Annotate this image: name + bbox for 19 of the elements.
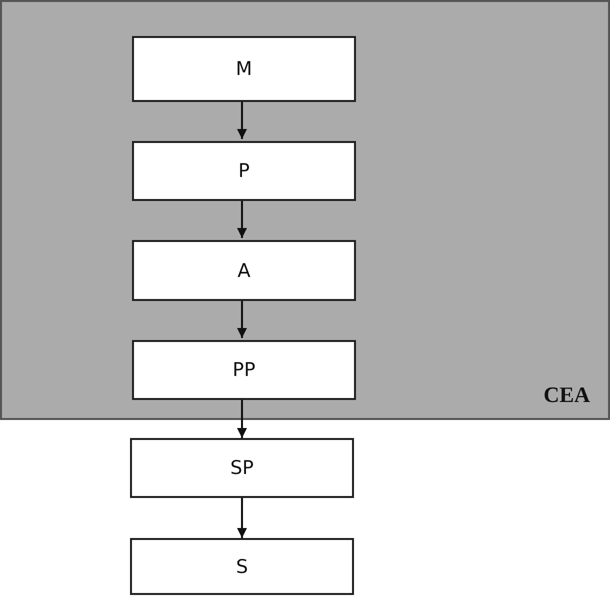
box-label: PP xyxy=(232,359,256,381)
arrow xyxy=(237,199,247,238)
process-box xyxy=(132,36,356,102)
box-label: M xyxy=(236,58,252,80)
box-label: S xyxy=(236,556,248,578)
box-label: SP xyxy=(230,457,254,479)
panel-title: CEA xyxy=(544,382,590,408)
process-box xyxy=(130,538,354,595)
arrow xyxy=(237,100,247,139)
process-box xyxy=(132,240,356,301)
arrow xyxy=(237,498,247,538)
arrow xyxy=(237,398,247,438)
process-box xyxy=(132,340,356,400)
process-box xyxy=(130,438,354,498)
box-label: A xyxy=(238,260,250,282)
arrow xyxy=(237,299,247,338)
group-panel xyxy=(0,0,610,420)
process-box xyxy=(132,141,356,201)
box-label: P xyxy=(238,160,250,182)
